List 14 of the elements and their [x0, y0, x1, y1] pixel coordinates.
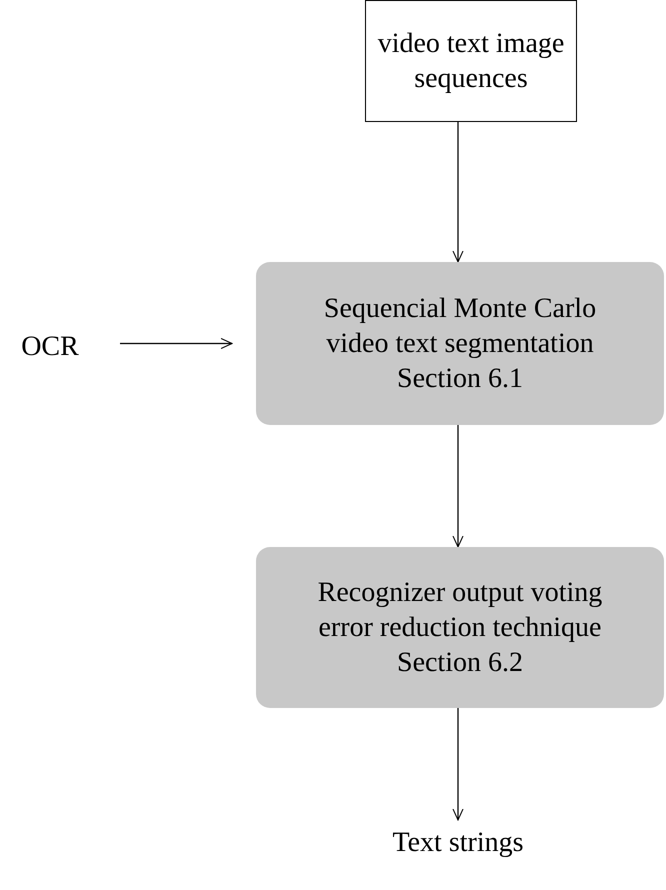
box-text: Sequencial Monte Carlo video text segmentation — [322, 292, 598, 361]
text-label: Text strings — [392, 826, 524, 860]
process-box — [256, 262, 664, 425]
arrow — [120, 338, 232, 349]
box-text: Section 6.2 — [397, 646, 523, 680]
box-text: Section 6.1 — [397, 362, 523, 396]
box-text: video text image sequences — [376, 27, 566, 96]
box-text: Recognizer output voting error reduction technique — [316, 576, 604, 645]
text-label: OCR — [21, 330, 79, 364]
arrow — [452, 708, 464, 820]
process-box — [256, 547, 664, 708]
arrow — [452, 122, 464, 262]
arrow — [452, 425, 464, 548]
process-box — [365, 0, 577, 122]
